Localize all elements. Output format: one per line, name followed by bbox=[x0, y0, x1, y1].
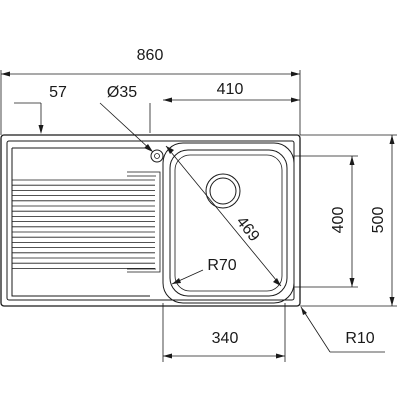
dim-tap-hole: Ø35 bbox=[99, 84, 153, 152]
dim-drainer-offset-label: 57 bbox=[49, 84, 67, 101]
dim-bowl-width-top-label: 410 bbox=[217, 81, 244, 98]
dim-tap-hole-label: Ø35 bbox=[107, 84, 137, 101]
dim-bowl-width-bottom: 340 bbox=[162, 303, 286, 362]
dim-bowl-depth-label: 400 bbox=[330, 207, 347, 234]
dim-corner-radius-label: R10 bbox=[345, 330, 374, 347]
drainer-board bbox=[11, 147, 161, 297]
dim-overall-width-label: 860 bbox=[137, 47, 164, 64]
sink-outline bbox=[0, 134, 301, 307]
dim-corner-radius: R10 bbox=[300, 306, 385, 353]
dim-bowl-width-bottom-label: 340 bbox=[212, 330, 239, 347]
dim-drainer-offset: 57 bbox=[14, 84, 67, 134]
drain-hole bbox=[205, 173, 241, 209]
dim-bowl-diagonal-label: 469 bbox=[233, 213, 263, 245]
dim-bowl-radius-label: R70 bbox=[207, 257, 236, 274]
dim-bowl-radius: R70 bbox=[171, 257, 237, 285]
dim-overall-depth: 500 bbox=[300, 134, 397, 307]
sink-bowl bbox=[162, 142, 295, 304]
drainer-grooves bbox=[12, 179, 155, 269]
tap-hole bbox=[150, 149, 164, 163]
dim-bowl-depth: 400 bbox=[294, 155, 358, 288]
dim-overall-depth-label: 500 bbox=[370, 207, 387, 234]
dim-overall-width: 860 bbox=[0, 47, 301, 135]
dim-bowl-width-top: 410 bbox=[163, 81, 300, 103]
